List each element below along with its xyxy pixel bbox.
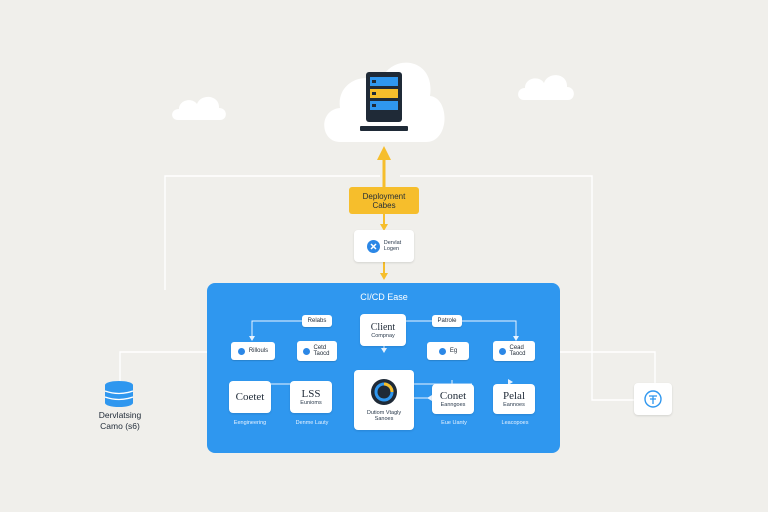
status-dot-icon	[438, 347, 446, 355]
pill-mid-left-label: Rillouls	[248, 348, 269, 354]
contet-left-card[interactable]: Coetet	[229, 381, 271, 413]
status-dot-icon	[498, 347, 506, 355]
database-label: Dervlatsing Camo (s6)	[72, 410, 168, 432]
pill-mid-right2-label: Cead Taocd	[509, 345, 526, 357]
registry-line1: Dervlat	[383, 240, 402, 246]
contet-right-card[interactable]: Conet Eanngoes	[432, 384, 474, 414]
cloud-icon	[518, 75, 574, 100]
pill-mid-left2-label: Cetd Taocd	[313, 345, 330, 357]
endpoint-icon	[644, 390, 662, 408]
contet-right-caption: Eue Uanty	[441, 420, 467, 426]
client-title: Client	[370, 321, 396, 333]
registry-box[interactable]: Dervlat Logen	[354, 230, 414, 262]
endpoint-box[interactable]	[634, 383, 672, 415]
contet-left-caption: Eengineering	[233, 420, 267, 426]
client-card[interactable]: Client Compnay	[360, 314, 406, 346]
pill-mid-right-label: Eg	[449, 348, 458, 354]
pill-mid-right2[interactable]: Cead Taocd	[493, 341, 535, 361]
pelal-title: Pelal	[503, 390, 525, 402]
deployment-box-line1: Deployment	[362, 191, 406, 201]
pelal-caption: Leacopoes	[501, 420, 529, 426]
pill-top-left[interactable]: Relabs	[302, 315, 332, 327]
pipeline-icon	[371, 379, 397, 405]
client-subtitle: Compnay	[371, 332, 395, 339]
pill-mid-right[interactable]: Eg	[427, 342, 469, 360]
lss-sub: Eunioms	[300, 400, 322, 406]
panel-title: CI/CD Ease	[360, 292, 408, 302]
lss-title: LSS	[301, 388, 321, 400]
contet-left-title: Coetet	[235, 391, 265, 403]
lss-card[interactable]: LSS Eunioms	[290, 381, 332, 413]
pill-top-left-label: Relabs	[307, 318, 327, 324]
contet-right-title: Conet	[439, 390, 467, 402]
database-line2: Camo (s6)	[100, 421, 140, 431]
deployment-box[interactable]: Deployment Cabes	[349, 187, 419, 214]
contet-right-sub: Eanngoes	[440, 402, 466, 408]
server-icon	[360, 72, 408, 131]
pill-top-right-label: Patrole	[437, 318, 457, 324]
status-dot-icon	[302, 347, 310, 355]
registry-line2: Logen	[383, 246, 400, 252]
pill-top-right[interactable]: Patrole	[432, 315, 462, 327]
pelal-sub: Eannoes	[503, 402, 525, 408]
database-line1: Dervlatsing	[98, 410, 142, 420]
database-icon	[104, 381, 134, 407]
pelal-card[interactable]: Pelal Eannoes	[493, 384, 535, 414]
status-dot-icon	[237, 347, 245, 355]
pill-mid-left[interactable]: Rillouls	[231, 342, 275, 360]
lss-caption: Denme Lauty	[295, 420, 329, 426]
cloud-icon	[172, 96, 226, 120]
center-caption: Dutiom Vtagly Sanoes	[366, 410, 402, 422]
deployment-box-line2: Cabes	[372, 200, 396, 210]
pill-mid-left2[interactable]: Cetd Taocd	[297, 341, 337, 361]
registry-icon	[366, 239, 380, 253]
center-card[interactable]: Dutiom Vtagly Sanoes	[354, 370, 414, 430]
